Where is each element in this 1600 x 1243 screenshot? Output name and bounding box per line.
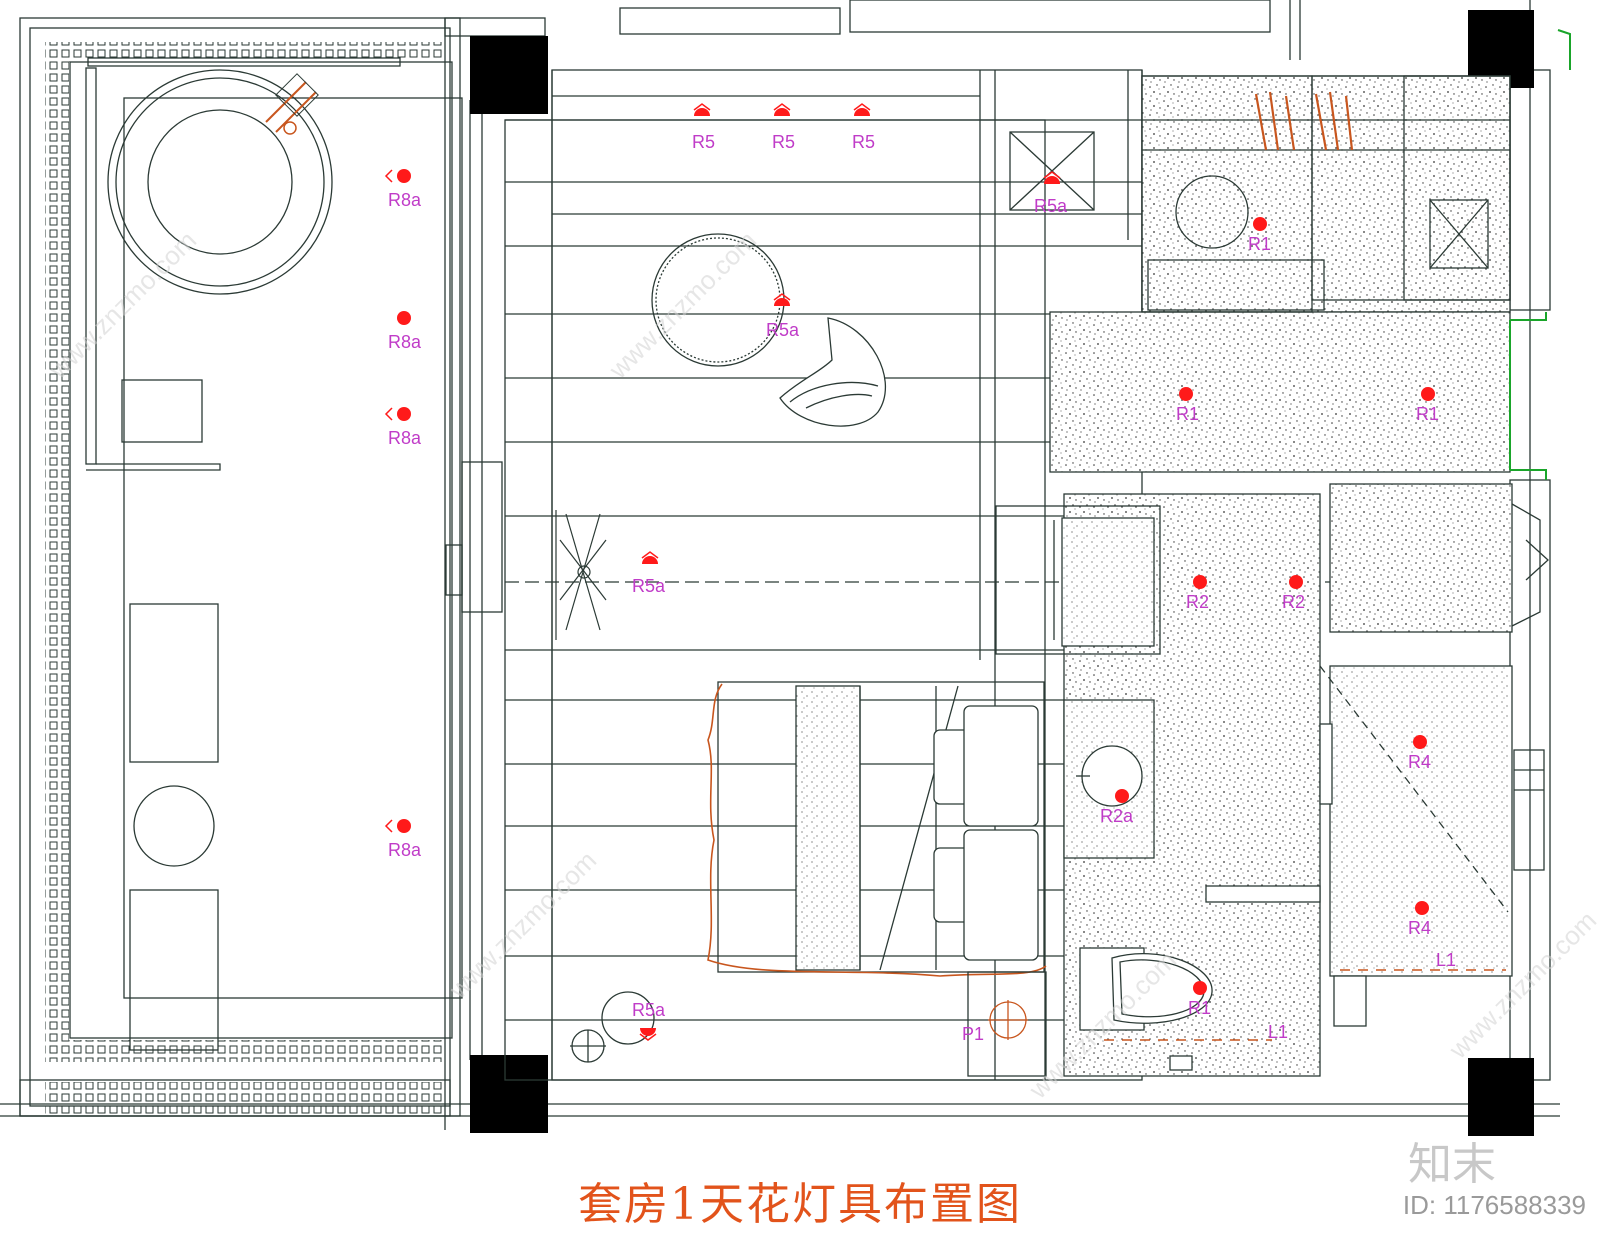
light-r4-2: R4 [1408,901,1431,938]
lights-layer: R8a R8a R8a R8a R5 R5 [384,103,1456,1044]
svg-text:R1: R1 [1188,998,1211,1018]
light-r1-4: R1 [1188,981,1211,1018]
light-r1-2: R1 [1176,387,1199,424]
walls [0,0,1560,1130]
light-r5a-1: R5a [1034,171,1068,216]
light-r4-1: R4 [1408,735,1431,772]
svg-text:R4: R4 [1408,752,1431,772]
watermark-id: ID: 1176588339 [1402,1190,1586,1220]
linear-lights [1104,969,1506,1041]
svg-text:R1: R1 [1416,404,1439,424]
svg-text:R2: R2 [1282,592,1305,612]
svg-text:R5: R5 [692,132,715,152]
svg-text:R8a: R8a [388,428,422,448]
nightstand [570,971,1047,1077]
svg-text:L1: L1 [1268,1022,1288,1042]
light-r1-3: R1 [1416,387,1439,424]
svg-text:P1: P1 [962,1024,984,1044]
light-r5a-2: R5a [766,293,800,340]
svg-text:L1: L1 [1436,950,1456,970]
light-p1-1: P1 [962,1024,984,1044]
glass-partition [1509,29,1571,480]
light-r5a-3: R5a [632,551,666,596]
light-r8a-3: R8a [384,407,422,448]
ceiling-fan [555,510,607,640]
light-r8a-4: R8a [384,819,422,860]
svg-text:www.znzmo.com: www.znzmo.com [442,845,602,1005]
svg-text:R5a: R5a [1034,196,1068,216]
svg-text:R1: R1 [1176,404,1199,424]
light-r2-2: R2 [1282,575,1305,612]
light-r1-1: R1 [1248,217,1271,254]
light-l1-2: L1 [1436,950,1456,970]
balcony [19,17,463,1117]
watermark-logo: 知末 [1408,1139,1496,1190]
svg-text:R5: R5 [852,132,875,152]
ceiling-plan: www.znzmo.com www.znzmo.com www.znzmo.co… [0,0,1600,1136]
bathroom [995,75,1549,1077]
balcony-ladder [265,73,319,135]
light-r5-1: R5 [692,103,715,152]
svg-text:R8a: R8a [388,840,422,860]
light-r8a-1: R8a [384,169,422,210]
light-l1-1: L1 [1268,1022,1288,1042]
svg-text:R1: R1 [1248,234,1271,254]
light-r5-3: R5 [852,103,875,152]
svg-text:R8a: R8a [388,190,422,210]
structural-columns [470,10,1534,1136]
svg-text:R2a: R2a [1100,806,1134,826]
svg-text:R5a: R5a [632,1000,666,1020]
svg-text:R5a: R5a [766,320,800,340]
bed [717,681,1045,973]
light-r2-1: R2 [1186,575,1209,612]
light-r2a-1: R2a [1100,789,1134,826]
svg-text:R8a: R8a [388,332,422,352]
lounge-chair [779,317,887,427]
svg-text:R5a: R5a [632,576,666,596]
svg-text:R4: R4 [1408,918,1431,938]
light-r5-2: R5 [772,103,795,152]
light-r8a-2: R8a [388,311,422,352]
light-r5a-4: R5a [632,1000,666,1041]
drawing-title: 套房1天花灯具布置图 [578,1179,1022,1230]
svg-text:R2: R2 [1186,592,1209,612]
closet-hangers [1254,91,1354,151]
bed-throw [707,683,1047,977]
svg-text:R5: R5 [772,132,795,152]
